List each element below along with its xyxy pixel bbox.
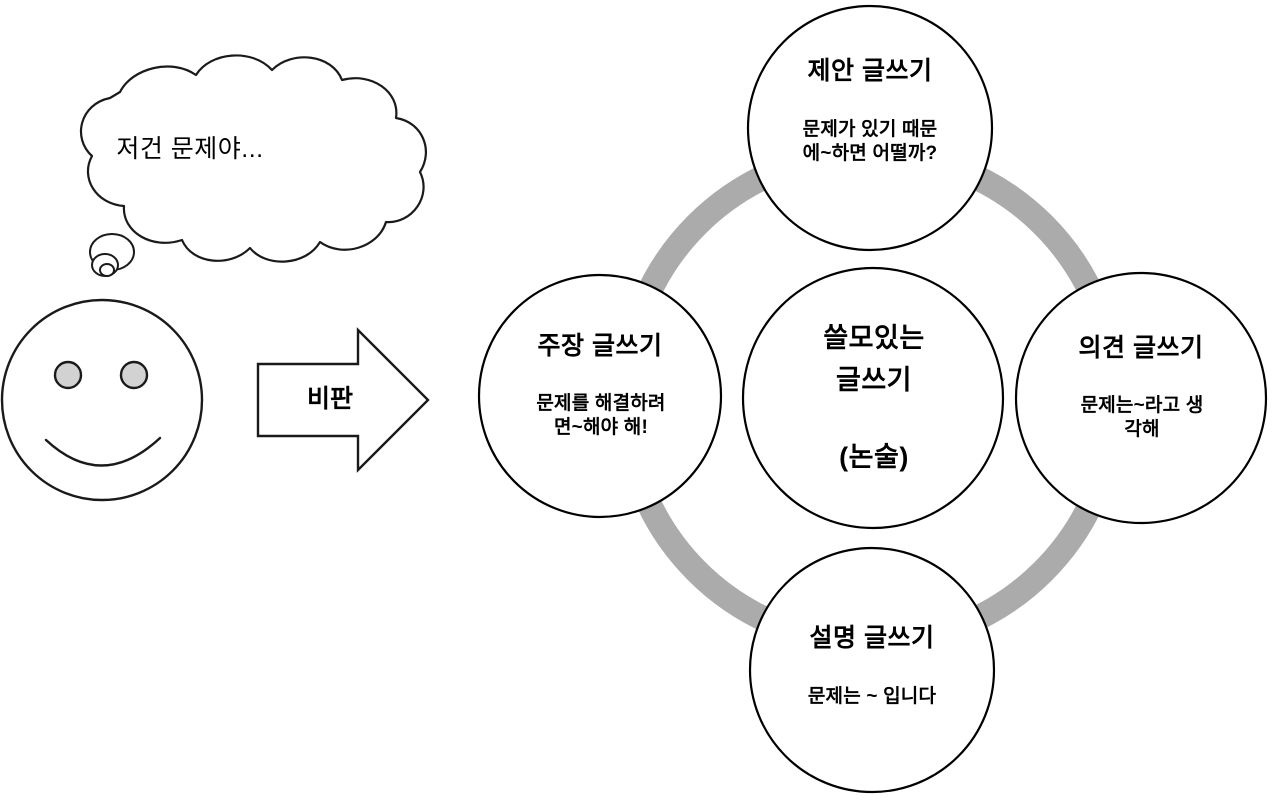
node-circle-top[interactable]: [746, 4, 994, 252]
node-circle-bottom[interactable]: [748, 546, 996, 794]
node-top-subtitle: 문제가 있기 때문 에~하면 어떨까?: [802, 119, 938, 165]
thought-bubble-cloud: [79, 54, 428, 263]
node-right-title: 의견 글쓰기: [1078, 334, 1204, 362]
criticism-arrow-label: 비판: [306, 385, 353, 413]
smiley-face-right-eye: [119, 360, 149, 390]
node-bottom-title: 설명 글쓰기: [809, 624, 935, 652]
node-center-title: 쓸모있는 글쓰기: [823, 323, 925, 395]
node-bottom-subtitle: 문제는 ~ 입니다: [807, 686, 937, 707]
node-left-title: 주장 글쓰기: [537, 332, 663, 360]
smiley-face-head: [0, 298, 204, 502]
thought-bubble-tail-small: [99, 263, 115, 277]
node-circle-center[interactable]: [741, 266, 1005, 530]
node-left-subtitle: 문제를 해결하려 면~해야 해!: [536, 393, 666, 439]
smiley-face-left-eye: [53, 360, 83, 390]
node-right-subtitle: 문제는~라고 생 각해: [1080, 395, 1204, 441]
node-top-title: 제안 글쓰기: [807, 57, 933, 85]
node-circle-left[interactable]: [477, 273, 723, 519]
criticism-arrow: [256, 327, 430, 473]
node-center-subtitle: (논술): [839, 442, 909, 472]
thought-bubble-text: 저건 문제야...: [116, 135, 264, 163]
smiley-face-mouth: [44, 436, 162, 467]
node-circle-right[interactable]: [1014, 271, 1268, 525]
